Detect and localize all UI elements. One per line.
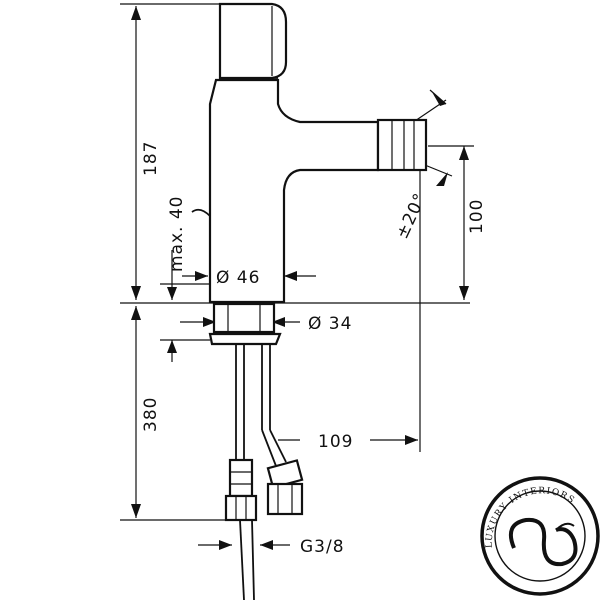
dim-g38-arrow-left — [219, 540, 232, 550]
popup-rod-lower-a — [239, 519, 245, 600]
dim-34-arrow-right — [272, 317, 285, 327]
dim-label-187: 187 — [141, 141, 161, 176]
nut-ref-arrow — [167, 340, 177, 353]
dim-46-arrow-left — [195, 271, 208, 281]
hose-connector-left — [228, 458, 254, 498]
popup-lever — [191, 208, 211, 217]
dim-label-g38: G3/8 — [300, 537, 345, 557]
hose-nut-right — [266, 482, 304, 516]
swivel-arrow-lower — [436, 172, 448, 186]
swivel-tick-upper — [429, 89, 447, 105]
hose-bend-b — [269, 429, 287, 463]
dim-46-arrow-right — [284, 271, 297, 281]
popup-rod-lower-b — [251, 519, 255, 600]
dim-label-380: 380 — [141, 397, 161, 432]
hose-bend-a — [261, 429, 277, 467]
dim-g38-arrow-right — [260, 540, 273, 550]
dim-187-arrow-bottom — [131, 286, 141, 300]
mounting-nut — [208, 332, 282, 346]
mounting-shank — [212, 302, 276, 334]
faucet-top-cap — [218, 2, 288, 80]
faucet-body — [208, 78, 380, 304]
dim-label-34: Ø 34 — [308, 314, 352, 334]
dim-label-100: 100 — [467, 199, 487, 234]
dim-34-arrow-left — [203, 317, 216, 327]
logo-swirl-monogram — [509, 517, 578, 567]
logo-outer-ring — [480, 476, 600, 596]
dim-label-angle: ±20° — [392, 190, 431, 242]
dim-max40-arrow — [167, 287, 177, 300]
dim-380-arrow-bottom — [131, 504, 141, 518]
hose-nut-left — [224, 494, 258, 522]
dim-label-max40: max. 40 — [167, 196, 187, 272]
dim-100-arrow-top — [459, 146, 469, 160]
dim-100-arrow-bottom — [459, 286, 469, 300]
dim-109-arrow — [405, 435, 418, 445]
dim-label-109: 109 — [318, 432, 353, 452]
logo-swirl-tail — [555, 522, 575, 531]
dim-label-46: Ø 46 — [216, 268, 260, 288]
logo-inner-ring — [494, 490, 586, 582]
luxury-interiors-logo: LUXURY INTERIORS — [480, 476, 600, 596]
spout-head — [376, 118, 428, 172]
dim-187-arrow-top — [131, 6, 141, 20]
dim-380-arrow-top — [131, 306, 141, 320]
